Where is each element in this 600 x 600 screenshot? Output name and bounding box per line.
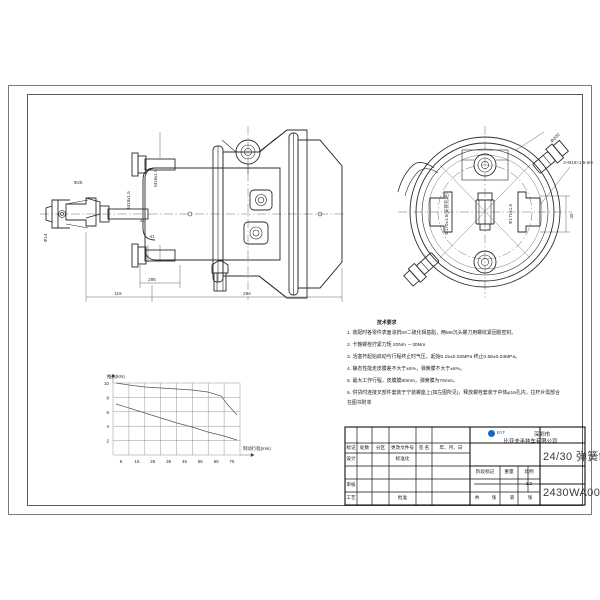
drawing-number: 2430WA000 xyxy=(543,487,600,499)
chart-ytick-4: 4 xyxy=(107,424,110,429)
chart-ytick-8: 8 xyxy=(107,395,110,400)
tech-requirement-item-2: 2. 卡箍螺栓拧紧力矩 20Nm －30Nm xyxy=(347,343,426,348)
side-view-geometry xyxy=(40,126,345,300)
rev-header-count: 处数 xyxy=(359,445,370,450)
company-logo-text: BYF xyxy=(497,430,506,435)
chart-ytick-10: 10 xyxy=(104,381,109,386)
dimension-thread-m18: M18x1.5 xyxy=(126,191,131,209)
rev-header-sign: 签 名 xyxy=(418,445,430,450)
part-name: 24/30 弹簧制动室 xyxy=(543,451,600,463)
right-header-weight: 重量 xyxy=(504,469,514,474)
chart-xtick-55: 55 xyxy=(198,459,203,464)
row-label-check: 审核 xyxy=(346,482,356,487)
rev-header-date: 年、月、日 xyxy=(439,445,463,450)
row-label-design: 设计 xyxy=(346,456,356,461)
chart-series-spring-brake xyxy=(115,382,238,416)
title-block-frame xyxy=(344,426,586,506)
front-view-geometry xyxy=(397,126,572,298)
rev-header-zone: 分区 xyxy=(375,445,386,450)
drawing-sheet-inner-frame xyxy=(27,94,583,506)
sheet-index-label: 第 xyxy=(509,495,515,500)
side-view-dimensions xyxy=(85,232,343,302)
right-header-scale: 比例 xyxy=(524,469,534,474)
company-logo-icon xyxy=(488,430,495,437)
sheet-index-unit: 张 xyxy=(527,495,533,500)
row-label-standardize: 标准化 xyxy=(395,456,410,461)
rev-header-doc-no: 更改文件号 xyxy=(391,445,414,450)
sheet-total-label: 共 xyxy=(474,495,480,500)
tech-requirement-item-6: 6. 供货时连接叉部件套装于宁装螺座上(如左图所见)，释放螺栓套装于中体φ16孔… xyxy=(347,391,560,396)
dimension-phi171: Φ171±1.5 xyxy=(508,203,513,224)
chart-xtick-65: 65 xyxy=(214,459,219,464)
drawing-sheet-border xyxy=(8,85,592,515)
chart-xtick-25: 25 xyxy=(150,459,155,464)
dimension-295: 295 xyxy=(148,277,156,282)
chart-xtick-15: 15 xyxy=(135,459,140,464)
dimension-2-m16: 2-M16×1.5-6H xyxy=(563,160,593,165)
chart-xtick-35: 35 xyxy=(166,459,171,464)
dimension-115: 115 xyxy=(114,291,122,296)
chart-xtick-5: 5 xyxy=(120,459,123,464)
dimension-phi25: Φ25 xyxy=(74,180,83,185)
tech-requirement-item-7: 在图书附单 xyxy=(347,401,372,406)
dimension-thread-m16: M16x1.5 xyxy=(153,169,158,187)
dimension-264: 264 xyxy=(243,291,251,296)
company-city: 深圳市 xyxy=(533,432,551,438)
chart-gridlines xyxy=(112,382,241,456)
chart-series-service-brake xyxy=(115,403,238,441)
rev-header-mark: 标记 xyxy=(346,445,356,450)
scale-value: 1:2 xyxy=(525,481,533,486)
right-header-stage: 阶段标记 xyxy=(475,469,495,474)
chart-xtick-45: 45 xyxy=(182,459,187,464)
tech-requirement-item-4: 4. 静态性能走皮膜差不大于±5%，弹簧膜不大于±6%。 xyxy=(347,367,465,372)
dimension-bolt-circle: Φ170±1.5(安装孔距) xyxy=(443,193,450,235)
chart-ytick-2: 2 xyxy=(107,439,110,444)
row-label-approve: 批准 xyxy=(397,495,408,500)
dimension-45: 45 xyxy=(569,213,574,219)
row-label-process: 工艺 xyxy=(346,495,356,500)
tech-requirements-title: 技术要求 xyxy=(377,321,397,326)
tech-requirement-item-3: 3. 活塞杆起始启动与行程终止时气压，起始0.15±0.02MPa 终止0.58… xyxy=(347,355,521,360)
dimension-phi200: Φ200 xyxy=(549,132,561,144)
chart-xtick-75: 75 xyxy=(230,459,235,464)
tech-requirement-item-1: 1. 装配时各零件表面涂抭0#二硫化钼基脂，两M8沉头螺刀用螺纹紧固胶密封。 xyxy=(347,331,517,336)
tech-requirement-item-5: 5. 最大工作行程，皮膜膜80mm，弹簧膜为76mm。 xyxy=(347,379,458,384)
chart-ylabel: 推力(KN) xyxy=(107,374,125,379)
dimension-31: 31 xyxy=(139,218,145,223)
dimension-phi14: Φ14 xyxy=(43,233,48,242)
company-name: 比亚夫半挂车有限公司 xyxy=(503,439,558,445)
dimension-41: 41 xyxy=(149,234,155,239)
chart-ytick-6: 6 xyxy=(107,410,110,415)
sheet-total-unit: 张 xyxy=(491,495,497,500)
chart-xlabel: 制动行程(mm) xyxy=(243,446,271,451)
